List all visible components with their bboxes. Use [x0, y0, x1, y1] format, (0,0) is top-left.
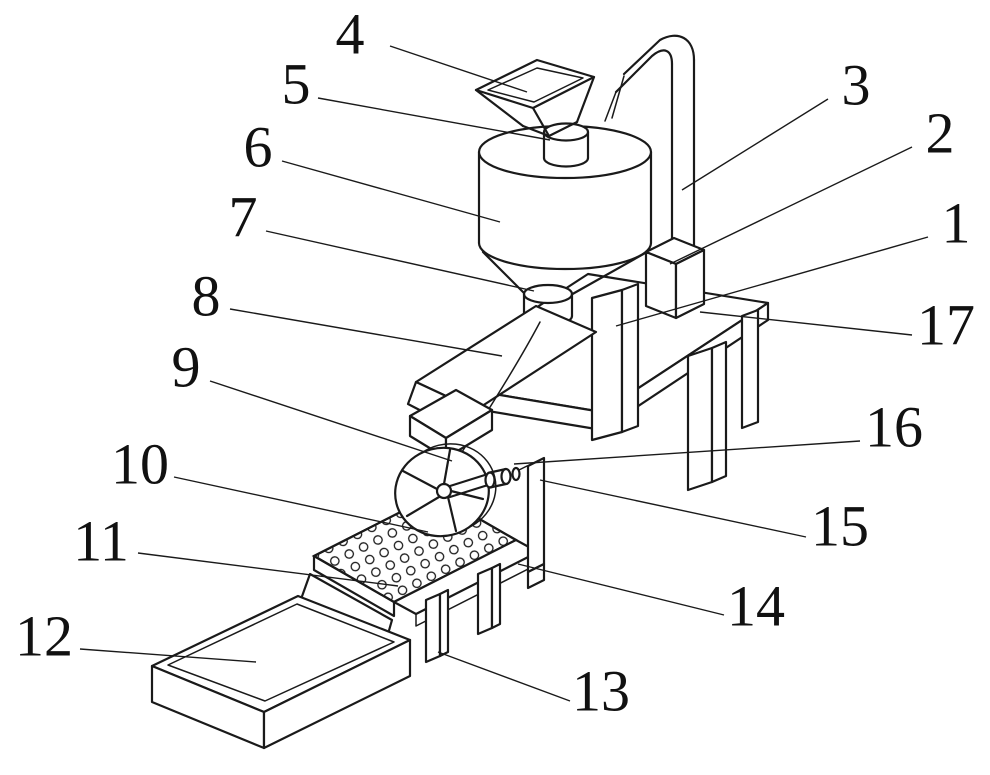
- part-label-16: 16: [865, 394, 923, 459]
- leader-line-11: [137, 552, 399, 587]
- leader-line-1: [615, 236, 929, 327]
- feed-hopper: [474, 58, 596, 138]
- part-label-12: 12: [15, 603, 73, 668]
- part-label-13: 13: [572, 658, 630, 723]
- collection-tray: [150, 594, 412, 750]
- leader-line-13: [437, 651, 571, 702]
- chute-spout: [408, 388, 494, 460]
- leader-line-14: [517, 563, 725, 616]
- part-label-9: 9: [172, 334, 201, 399]
- leader-line-12: [79, 648, 257, 663]
- leader-line-3: [681, 98, 829, 191]
- leader-line-5: [317, 97, 551, 141]
- funnel-body: [477, 124, 653, 298]
- part-label-8: 8: [192, 263, 221, 328]
- leader-line-16: [513, 440, 861, 465]
- part-label-6: 6: [244, 114, 273, 179]
- part-label-5: 5: [282, 51, 311, 116]
- leader-line-8: [229, 308, 503, 357]
- pipe-stub: [604, 75, 625, 122]
- part-label-2: 2: [926, 100, 955, 165]
- inlet-cylinder: [542, 122, 590, 168]
- support-pipe: [614, 34, 696, 254]
- leader-line-7: [265, 230, 535, 292]
- leader-line-4: [389, 45, 528, 93]
- screen-legs: [424, 562, 502, 664]
- leader-line-17: [699, 311, 913, 336]
- part-label-3: 3: [842, 52, 871, 117]
- wheel-hub: [435, 482, 453, 500]
- leader-line-9: [209, 380, 453, 462]
- axle-assembly: [448, 465, 528, 499]
- part-label-4: 4: [336, 1, 365, 66]
- leader-lines: [79, 45, 929, 702]
- axle-knob: [511, 466, 521, 482]
- leader-line-15: [539, 479, 807, 538]
- leader-line-2: [669, 146, 913, 265]
- part-label-7: 7: [229, 184, 258, 249]
- support-column: [590, 282, 640, 442]
- junction-box: [644, 236, 706, 320]
- part-label-11: 11: [73, 508, 129, 573]
- part-label-17: 17: [917, 292, 975, 357]
- part-label-10: 10: [111, 431, 169, 496]
- part-label-14: 14: [727, 573, 785, 638]
- table-leg-front: [686, 340, 728, 492]
- leader-line-10: [173, 476, 429, 533]
- table-leg-back: [740, 308, 760, 430]
- part-label-1: 1: [942, 190, 971, 255]
- leader-line-6: [281, 160, 501, 223]
- part-label-15: 15: [811, 493, 869, 558]
- wheel-support-post: [526, 456, 546, 590]
